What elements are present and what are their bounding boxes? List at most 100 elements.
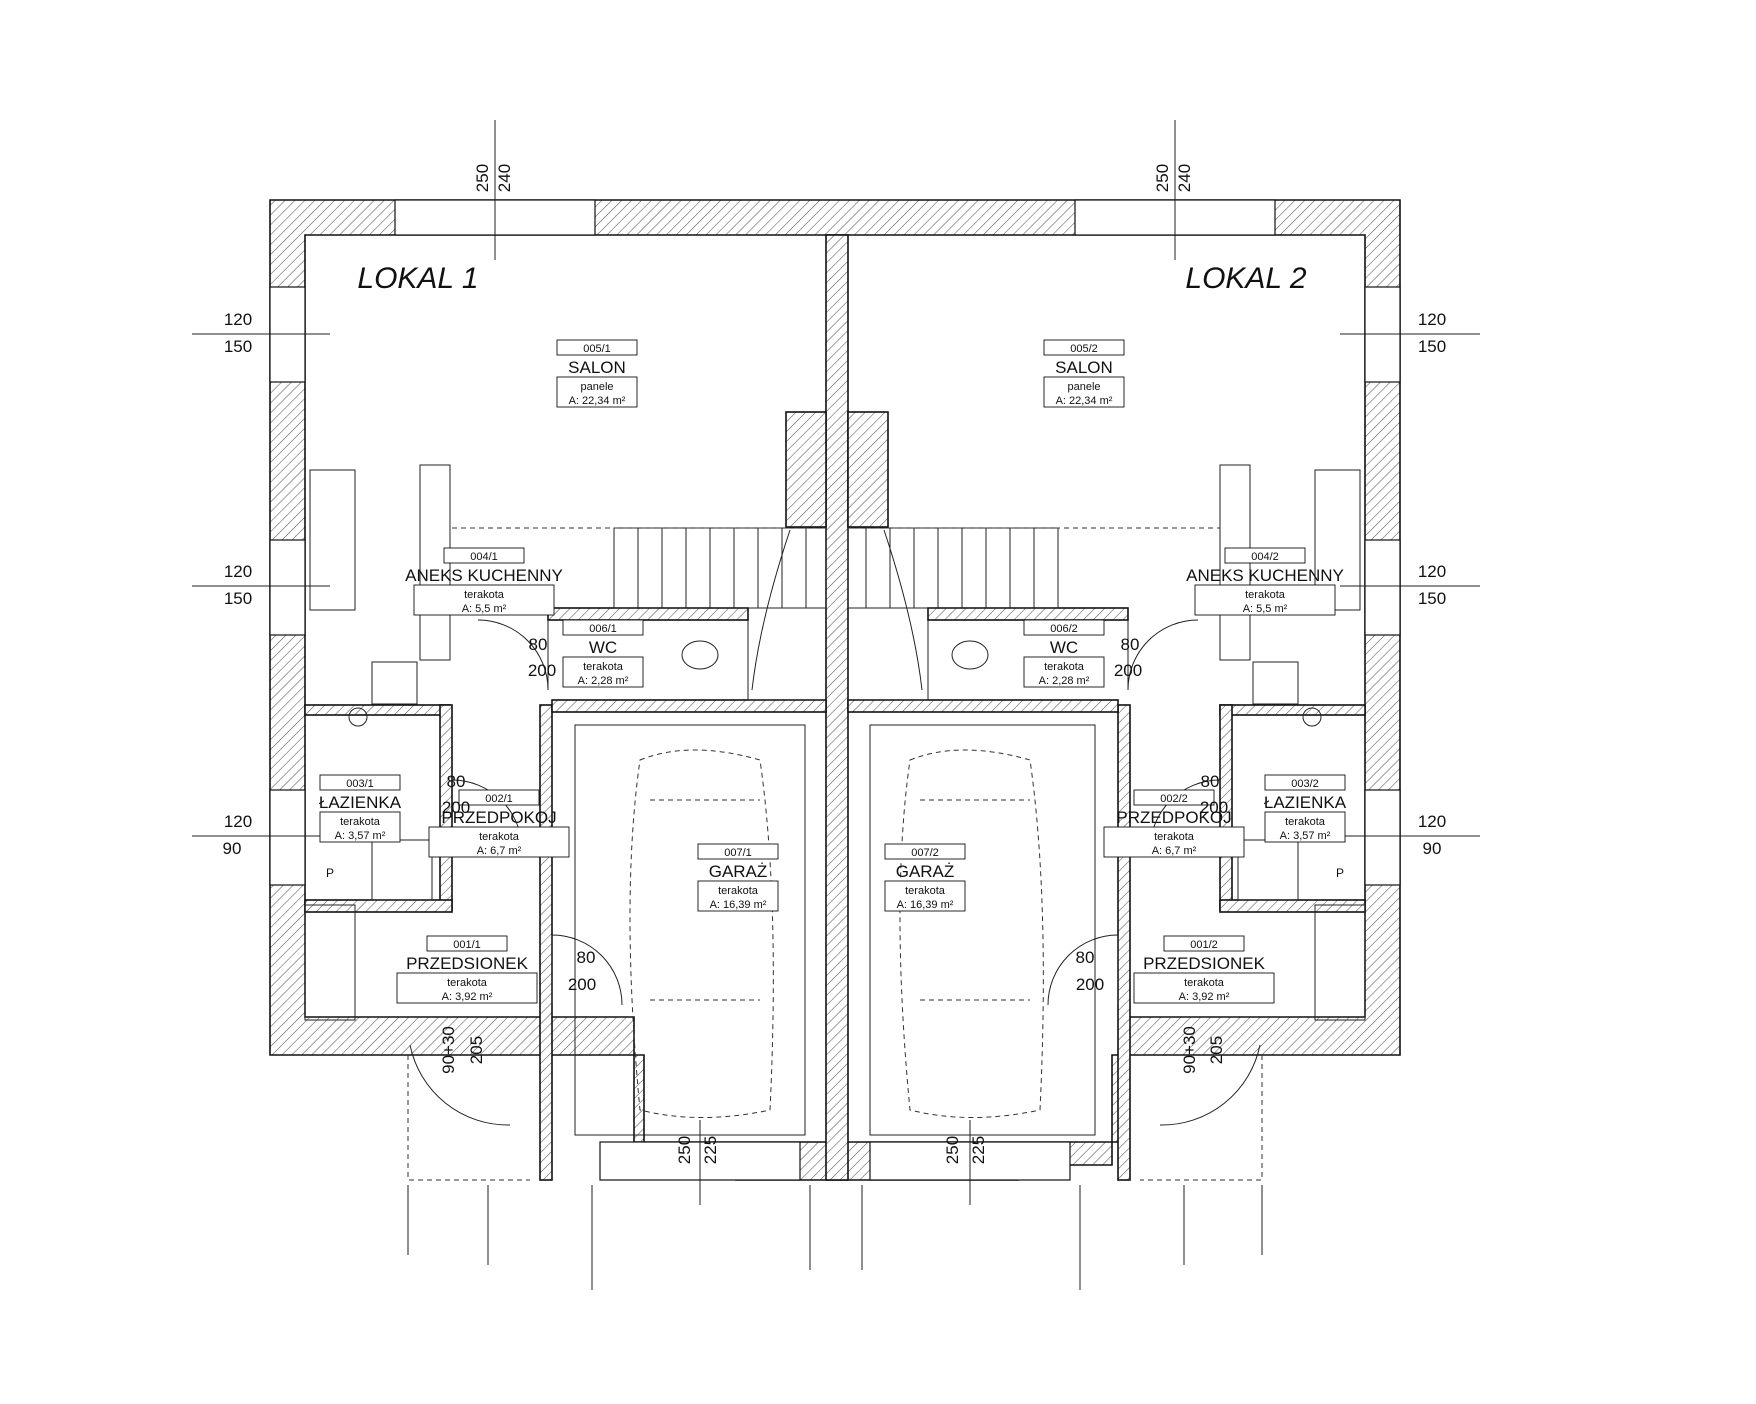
- dimension-label: 90: [223, 839, 242, 858]
- room-area: A: 5,5 m²: [1243, 603, 1288, 615]
- unit-title-2: LOKAL 2: [1185, 262, 1307, 295]
- room-finish: terakota: [340, 816, 381, 828]
- room-code: 006/2: [1050, 623, 1078, 635]
- dimension-label: 80: [1076, 948, 1095, 967]
- dimension-label: 205: [467, 1036, 486, 1064]
- dimension-label: 200: [1114, 661, 1142, 680]
- room-name: ANEKS KUCHENNY: [1186, 566, 1344, 585]
- room-area: A: 6,7 m²: [1152, 845, 1197, 857]
- stairs: [452, 527, 1220, 701]
- room-code: 002/2: [1160, 793, 1188, 805]
- garage-cars: [574, 724, 1096, 1136]
- room-area: A: 3,92 m²: [442, 991, 493, 1003]
- wall-bath2: [1219, 704, 1366, 716]
- wall-garage-left: [539, 704, 553, 1181]
- dimension-label: 120: [224, 812, 252, 831]
- room-area: A: 3,57 m²: [1280, 830, 1331, 842]
- dimension-label: 80: [577, 948, 596, 967]
- symbol-p-right: P: [1336, 866, 1344, 880]
- room-name: SALON: [1055, 358, 1113, 377]
- dimension-label: 250: [943, 1136, 962, 1164]
- wall-garage-top-right: [847, 699, 1119, 713]
- dimension-label: 90+30: [1180, 1026, 1199, 1074]
- dimension-label: 120: [1418, 310, 1446, 329]
- room-finish: terakota: [464, 589, 505, 601]
- room-area: A: 2,28 m²: [1039, 675, 1090, 687]
- room-code: 001/2: [1190, 939, 1218, 951]
- dimension-label: 80: [529, 635, 548, 654]
- dimension-label: 150: [1418, 337, 1446, 356]
- room-area: A: 3,57 m²: [335, 830, 386, 842]
- dimension-label: 120: [1418, 812, 1446, 831]
- room-area: A: 22,34 m²: [1056, 395, 1113, 407]
- room-finish: terakota: [1184, 977, 1225, 989]
- party-wall: [825, 234, 849, 1181]
- dimension-label: 80: [447, 772, 466, 791]
- chimney-left: [785, 411, 827, 528]
- dimension-label: 200: [528, 661, 556, 680]
- room-finish: panele: [1067, 381, 1100, 393]
- dimension-label: 80: [1121, 635, 1140, 654]
- dimension-label: 90: [1423, 839, 1442, 858]
- dimension-label: 80: [1201, 772, 1220, 791]
- window-left-2: [269, 539, 306, 636]
- room-area: A: 2,28 m²: [578, 675, 629, 687]
- room-name: WC: [1050, 638, 1078, 657]
- room-name: ŁAZIENKA: [1264, 793, 1347, 812]
- dimension-label: 225: [701, 1136, 720, 1164]
- window-left-3: [269, 789, 306, 886]
- room-code: 002/1: [485, 793, 513, 805]
- room-finish: terakota: [1245, 589, 1286, 601]
- dimension-label: 250: [1153, 164, 1172, 192]
- room-finish: terakota: [905, 885, 946, 897]
- room-name: PRZEDSIONEK: [406, 954, 529, 973]
- room-area: A: 6,7 m²: [477, 845, 522, 857]
- room-name: GARAŻ: [896, 862, 955, 881]
- dimension-label: 200: [568, 975, 596, 994]
- room-area: A: 16,39 m²: [897, 899, 954, 911]
- room-area: A: 16,39 m²: [710, 899, 767, 911]
- dimension-label: 200: [442, 798, 470, 817]
- room-finish: terakota: [718, 885, 759, 897]
- wall-bath1-bottom: [304, 899, 453, 913]
- room-code: 003/2: [1291, 778, 1319, 790]
- room-name: ŁAZIENKA: [319, 793, 402, 812]
- room-finish: terakota: [479, 831, 520, 843]
- room-code: 006/1: [589, 623, 617, 635]
- room-area: A: 3,92 m²: [1179, 991, 1230, 1003]
- wall-garage-right: [1117, 704, 1131, 1181]
- wall-bath2-bottom: [1219, 899, 1366, 913]
- dimension-lines: [192, 120, 1480, 1290]
- room-name: GARAŻ: [709, 862, 768, 881]
- room-label: 006/2WC terakota A: 2,28 m²: [1023, 619, 1105, 688]
- room-code: 003/1: [346, 778, 374, 790]
- room-finish: terakota: [1044, 661, 1085, 673]
- room-finish: terakota: [447, 977, 488, 989]
- room-code: 007/1: [724, 847, 752, 859]
- dimension-label: 200: [1200, 798, 1228, 817]
- symbol-p-left: P: [326, 866, 334, 880]
- dimension-label: 150: [224, 589, 252, 608]
- room-code: 007/2: [911, 847, 939, 859]
- room-finish: terakota: [1285, 816, 1326, 828]
- dimension-label: 150: [1418, 589, 1446, 608]
- room-code: 001/1: [453, 939, 481, 951]
- dimension-label: 120: [224, 562, 252, 581]
- room-name: PRZEDSIONEK: [1143, 954, 1266, 973]
- room-name: PRZEDPOKOJ: [1116, 808, 1231, 827]
- window-right-3: [1364, 789, 1401, 886]
- room-code: 005/2: [1070, 343, 1098, 355]
- wall-bath1: [304, 704, 451, 716]
